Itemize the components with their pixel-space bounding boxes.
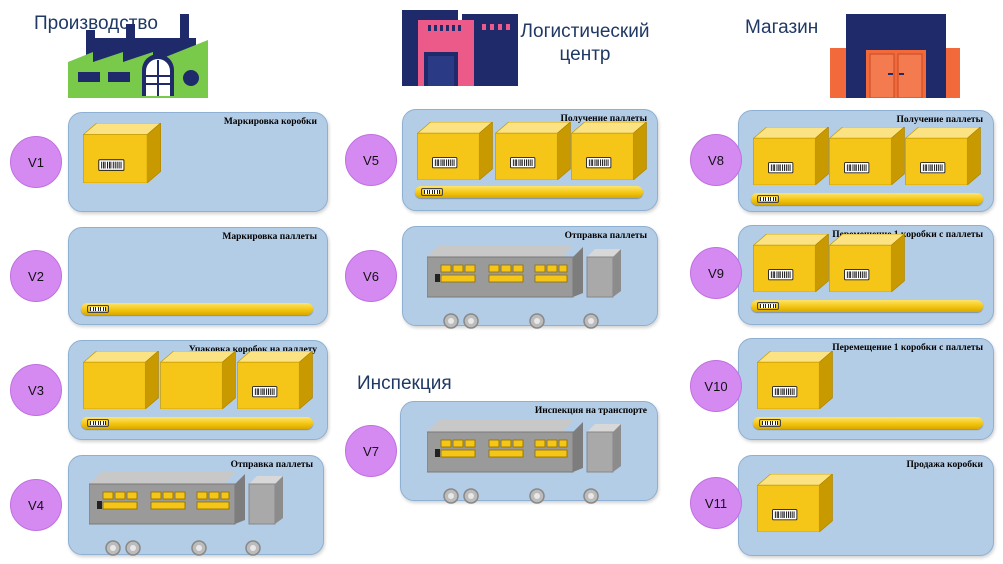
barcoded-box-icon	[237, 351, 313, 409]
step-panel-v4: Отправка паллеты	[68, 455, 324, 555]
step-badge-v9: V9	[690, 247, 742, 299]
barcoded-pallet-icon	[751, 193, 983, 205]
step-badge-v2: V2	[10, 250, 62, 302]
step-panel-v2: Маркировка паллеты	[68, 227, 328, 325]
barcoded-box-icon	[757, 351, 833, 409]
step-title-v3: Упаковка коробок на паллету	[188, 345, 317, 355]
warehouse-icon	[402, 10, 518, 86]
barcoded-pallet-icon	[81, 303, 313, 315]
step-title-v4: Отправка паллеты	[230, 460, 313, 470]
step-title-v2: Маркировка паллеты	[222, 232, 317, 242]
barcoded-box-icon	[829, 127, 905, 185]
step-title-v8: Получение паллеты	[896, 115, 983, 125]
step-badge-v3: V3	[10, 364, 62, 416]
step-title-v5: Получение паллеты	[560, 114, 647, 124]
step-title-v9: Перемещение 1 коробки с паллеты	[832, 230, 983, 240]
truck-icon	[89, 472, 299, 562]
shop-heading: Магазин	[745, 17, 819, 38]
step-title-v7: Инспекция на транспорте	[534, 406, 647, 416]
barcoded-box-icon	[753, 234, 829, 292]
step-panel-v11: Продажа коробки	[738, 455, 994, 556]
step-panel-v9: Перемещение 1 коробки с паллеты	[738, 225, 994, 325]
barcoded-box-icon	[829, 234, 905, 292]
step-title-v1: Маркировка коробки	[223, 117, 317, 127]
step-panel-v5: Получение паллеты	[402, 109, 658, 211]
truck-icon	[427, 420, 637, 510]
barcoded-box-icon	[753, 127, 829, 185]
step-badge-v5: V5	[345, 134, 397, 186]
barcoded-box-icon	[757, 474, 833, 532]
step-badge-v4: V4	[10, 479, 62, 531]
step-panel-v1: Маркировка коробки	[68, 112, 328, 212]
barcoded-pallet-icon	[751, 300, 983, 312]
step-panel-v10: Перемещение 1 коробки с паллеты	[738, 338, 994, 440]
truck-icon	[427, 245, 637, 335]
step-title-v6: Отправка паллеты	[564, 231, 647, 241]
step-panel-v7: Инспекция на транспорте	[400, 401, 658, 501]
step-badge-v10: V10	[690, 360, 742, 412]
inspection-heading: Инспекция	[357, 373, 452, 394]
step-panel-v3: Упаковка коробок на паллету	[68, 340, 328, 440]
step-badge-v7: V7	[345, 425, 397, 477]
step-badge-v11: V11	[690, 477, 742, 529]
box-icon	[83, 351, 159, 409]
factory-icon	[68, 14, 208, 98]
logistics-heading: Логистический центр	[520, 20, 650, 66]
step-badge-v6: V6	[345, 250, 397, 302]
barcoded-pallet-icon	[753, 417, 983, 429]
step-title-v10: Перемещение 1 коробки с паллеты	[832, 343, 983, 353]
logistics-heading-line1: Логистический	[520, 21, 650, 42]
barcoded-box-icon	[905, 127, 981, 185]
step-badge-v1: V1	[10, 136, 62, 188]
step-title-v11: Продажа коробки	[906, 460, 983, 470]
barcoded-pallet-icon	[415, 186, 643, 198]
barcoded-box-icon	[571, 122, 647, 180]
barcoded-box-icon	[417, 122, 493, 180]
barcoded-box-icon	[495, 122, 571, 180]
step-panel-v6: Отправка паллеты	[402, 226, 658, 326]
box-icon	[160, 351, 236, 409]
logistics-heading-line2: центр	[559, 44, 611, 65]
barcoded-pallet-icon	[81, 417, 313, 429]
step-badge-v8: V8	[690, 134, 742, 186]
step-panel-v8: Получение паллеты	[738, 110, 994, 212]
barcoded-box-icon	[83, 123, 161, 183]
shop-icon	[830, 14, 960, 98]
